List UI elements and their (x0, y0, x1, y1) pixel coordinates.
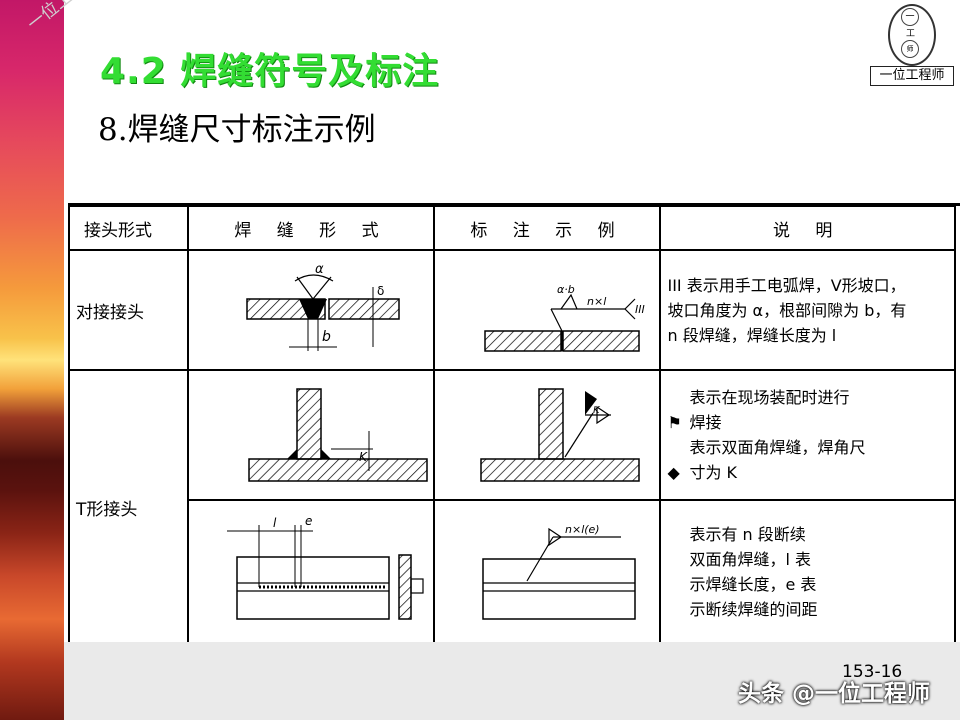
label-l: l (273, 516, 277, 530)
label-e: e (305, 514, 312, 528)
logo-circle (888, 4, 936, 66)
logo: 一 工 师 一位工程师 (866, 0, 958, 86)
label-segments: n×l (587, 295, 606, 308)
t-note-line-1: 表示在现场装配时进行 (689, 388, 850, 407)
label-alpha: α (315, 262, 324, 277)
joint-t-label: T形接头 (67, 369, 190, 645)
logo-text: 一位工程师 (870, 66, 954, 86)
t-note-line-3: 表示双面角焊缝，焊角尺 (689, 438, 866, 457)
int-note-line-3: 示焊缝长度，e 表 (689, 575, 817, 594)
t-fillet-drawing: K (187, 369, 436, 501)
header-weld-form: 焊 缝 形 式 (187, 205, 436, 251)
label-k-annot: K (593, 405, 601, 416)
header-annotation-example: 标 注 示 例 (433, 205, 662, 251)
label-process: III (635, 303, 645, 316)
intermittent-weld-drawing: l e (187, 499, 436, 645)
t-fillet-description: 表示在现场装配时进行 ⚑焊接 表示双面角焊缝，焊角尺 ◆寸为 K (659, 369, 956, 501)
label-intermittent: n×l(e) (565, 523, 600, 536)
butt-note-line-3: n 段焊缝，焊缝长度为 l (667, 325, 837, 345)
sunset-background-strip (0, 0, 64, 720)
int-note-line-4: 示断续焊缝的间距 (689, 600, 818, 619)
label-gap-b: b (322, 329, 331, 345)
header-joint-type: 接头形式 (67, 205, 190, 251)
butt-annotation-drawing: α·b n×l III (433, 249, 662, 371)
label-alpha-b: α·b (557, 283, 575, 296)
source-credit: 头条 @一位工程师 (738, 681, 931, 707)
section-subtitle: 8.焊缝尺寸标注示例 (98, 112, 376, 148)
t-note-line-2: ⚑焊接 (667, 410, 948, 435)
header-description: 说 明 (659, 205, 956, 251)
butt-note-line-1: III 表示用手工电弧焊，V形坡口， (667, 275, 906, 295)
footer-band (64, 642, 960, 720)
double-fillet-icon: ◆ (667, 463, 680, 482)
field-flag-icon: ⚑ (667, 413, 682, 432)
butt-note-line-2: 坡口角度为 α，根部间隙为 b，有 (667, 300, 907, 320)
butt-weld-drawing: α δ b (187, 249, 436, 371)
t-note-line-4: ◆寸为 K (667, 460, 948, 485)
t-fillet-annotation-drawing: K (433, 369, 662, 501)
int-note-line-1: 表示有 n 段断续 (689, 525, 806, 544)
label-thickness: δ (377, 284, 384, 298)
butt-description: III 表示用手工电弧焊，V形坡口， 坡口角度为 α，根部间隙为 b，有 n 段… (659, 249, 956, 371)
page-title: 4.2 焊缝符号及标注 (100, 51, 440, 92)
logo-mid-char: 工 (906, 29, 916, 39)
page-number: 153-16 (842, 662, 903, 682)
table-top-rule (68, 203, 960, 206)
weld-dimension-table: 接头形式 焊 缝 形 式 标 注 示 例 说 明 对接接头 α (67, 205, 956, 645)
weld-table-area: 接头形式 焊 缝 形 式 标 注 示 例 说 明 对接接头 α (64, 205, 960, 645)
joint-butt-label: 对接接头 (67, 249, 190, 371)
label-k: K (359, 450, 368, 464)
logo-bottom-char: 师 (901, 40, 919, 58)
int-note-line-2: 双面角焊缝，l 表 (689, 550, 812, 569)
intermittent-description: 表示有 n 段断续 双面角焊缝，l 表 示焊缝长度，e 表 示断续焊缝的间距 (659, 499, 956, 645)
intermittent-annotation-drawing: n×l(e) (433, 499, 662, 645)
logo-top-char: 一 (901, 8, 919, 26)
